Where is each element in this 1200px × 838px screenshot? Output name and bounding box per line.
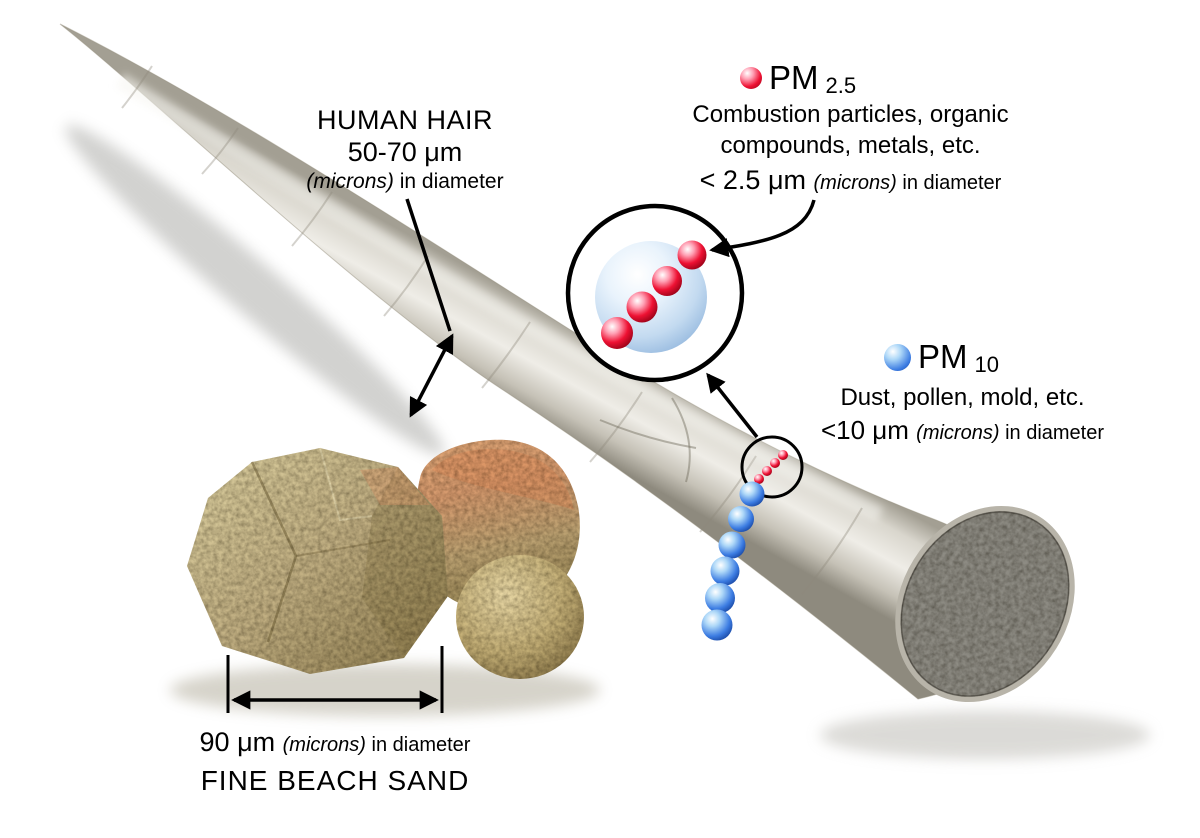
- pm25-particle: [677, 240, 707, 270]
- pm25-mini-particle: [754, 474, 764, 484]
- hair-diameter-arrow: [409, 333, 454, 418]
- hair-label-size: 50-70 μm: [347, 137, 463, 168]
- pm25-mini-particle: [770, 458, 780, 468]
- pm10-desc-line1: Dust, pollen, mold, etc.: [840, 384, 1085, 411]
- hair-label: HUMAN HAIR 50-70 μm (microns) in diamete…: [250, 104, 560, 194]
- pm10-particle: [701, 609, 733, 641]
- pm25-particle: [626, 291, 658, 323]
- sand-grain-round: [456, 555, 584, 679]
- hair-cuticle-lines: [121, 65, 863, 595]
- pm25-particle-chain: [601, 240, 707, 349]
- hair-crack-lines: [599, 397, 697, 483]
- pm10-particle: [705, 583, 735, 613]
- pm10-particle: [728, 506, 754, 532]
- pm10-description: Dust, pollen, mold, etc. <10 μm (microns…: [790, 382, 1135, 446]
- pm25-desc-line2: compounds, metals, etc.: [720, 132, 981, 160]
- magnifier-pointer-arrow: [706, 372, 759, 439]
- pm25-size-line: < 2.5 μm (microns) in diameter: [699, 165, 1002, 196]
- pm10-size-line: <10 μm (microns) in diameter: [820, 415, 1105, 446]
- pm25-mini-particle: [762, 466, 772, 476]
- red-sphere-icon: [740, 67, 762, 89]
- pm10-particle: [739, 481, 765, 507]
- pm25-name: PM: [769, 59, 819, 96]
- pm25-particle: [601, 317, 633, 349]
- pm25-mini-chain: [754, 450, 788, 484]
- pm25-mini-particle: [778, 450, 788, 460]
- blue-sphere-icon: [884, 343, 911, 371]
- sand-label-title: FINE BEACH SAND: [200, 765, 470, 797]
- hair-label-note: (microns) in diameter: [306, 169, 504, 193]
- hair-end-shadow: [820, 711, 1150, 759]
- pm10-particle: [710, 556, 740, 586]
- pm25-particle: [652, 266, 682, 296]
- pm25-pointer-arrow: [709, 199, 816, 258]
- pm10-particle-chain: [701, 481, 765, 641]
- pm25-subscript: 2.5: [825, 73, 857, 98]
- sand-size-line: 90 μm (microns) in diameter: [199, 727, 471, 757]
- pm25-desc-line1: Combustion particles, organic: [692, 101, 1009, 128]
- pm10-name: PM: [918, 338, 968, 375]
- pm25-description: Combustion particles, organic compounds,…: [648, 99, 1053, 197]
- pm10-particle: [718, 531, 746, 559]
- hair-shadow: [65, 124, 445, 456]
- hair-label-pointer-line: [405, 198, 452, 332]
- hair-label-title: HUMAN HAIR: [316, 105, 493, 135]
- sand-label: 90 μm (microns) in diameter FINE BEACH S…: [140, 726, 530, 798]
- sand-grain-left: [187, 447, 448, 674]
- pm10-subscript: 10: [974, 352, 999, 377]
- hair-cross-section: [900, 511, 1070, 697]
